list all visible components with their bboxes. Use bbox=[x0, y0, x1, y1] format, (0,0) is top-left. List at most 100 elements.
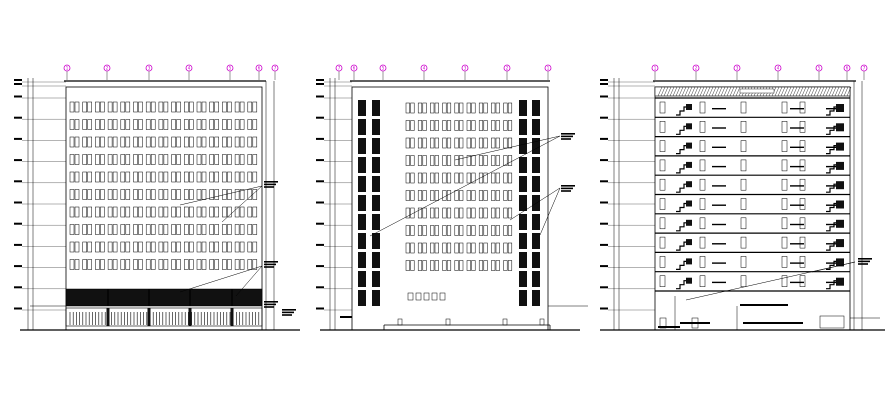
window bbox=[95, 154, 100, 165]
door-opening bbox=[691, 317, 699, 329]
window bbox=[454, 102, 459, 114]
window bbox=[430, 120, 435, 131]
window bbox=[466, 102, 471, 114]
window bbox=[133, 154, 138, 165]
window bbox=[74, 224, 80, 235]
window bbox=[446, 102, 452, 114]
grid-bubble bbox=[503, 64, 511, 72]
window bbox=[410, 120, 415, 131]
window bbox=[145, 241, 151, 253]
room-label bbox=[826, 146, 840, 148]
window bbox=[442, 155, 447, 166]
window bbox=[214, 119, 219, 130]
window bbox=[466, 172, 471, 184]
door-opening bbox=[699, 198, 706, 210]
annotation-window bbox=[561, 185, 575, 187]
room-label bbox=[790, 223, 804, 226]
window bbox=[222, 101, 227, 113]
window bbox=[483, 225, 488, 236]
curtain-wall-panel bbox=[372, 214, 380, 230]
level-tag bbox=[316, 286, 324, 289]
window bbox=[491, 190, 496, 201]
roof-hatch-line bbox=[702, 86, 708, 97]
window bbox=[133, 241, 138, 253]
window bbox=[176, 101, 181, 113]
window bbox=[196, 189, 202, 200]
door-opening bbox=[699, 217, 706, 230]
level-tag bbox=[316, 222, 324, 225]
level-tag bbox=[600, 116, 608, 119]
window bbox=[138, 101, 143, 113]
window bbox=[171, 136, 176, 148]
level-tag bbox=[600, 79, 608, 81]
stair-landing bbox=[686, 123, 692, 130]
roof-hatch-line bbox=[846, 86, 852, 97]
window bbox=[405, 172, 410, 184]
annotation-window bbox=[561, 187, 573, 190]
window bbox=[133, 224, 138, 235]
window bbox=[82, 154, 87, 165]
window bbox=[107, 171, 113, 183]
window bbox=[145, 206, 151, 218]
stair-flight bbox=[826, 164, 838, 174]
window bbox=[82, 119, 87, 130]
window bbox=[120, 171, 126, 183]
window bbox=[507, 172, 513, 184]
window bbox=[112, 259, 118, 270]
window bbox=[446, 137, 452, 149]
door-opening bbox=[799, 178, 806, 191]
door-opening bbox=[740, 217, 747, 230]
room-label bbox=[826, 108, 840, 110]
window bbox=[454, 120, 459, 131]
level-tag bbox=[600, 95, 608, 98]
annotation-leader bbox=[811, 261, 856, 273]
stair-flight bbox=[676, 164, 688, 174]
level-tag bbox=[600, 243, 608, 246]
window bbox=[417, 120, 423, 131]
curtain-wall-panel bbox=[372, 157, 380, 173]
door-opening bbox=[799, 140, 806, 152]
window bbox=[74, 101, 80, 113]
podium-glazing-band bbox=[65, 288, 263, 307]
curtain-wall-panel bbox=[358, 138, 366, 154]
window bbox=[252, 206, 258, 218]
window bbox=[417, 137, 423, 149]
window bbox=[239, 206, 245, 218]
annotation-leader bbox=[509, 187, 561, 221]
building-outline bbox=[351, 86, 549, 331]
window bbox=[410, 190, 415, 201]
window bbox=[459, 260, 464, 271]
window bbox=[125, 224, 131, 235]
window bbox=[107, 119, 113, 130]
room-label bbox=[712, 146, 726, 148]
window bbox=[503, 207, 508, 219]
window bbox=[478, 242, 484, 254]
window bbox=[495, 225, 500, 236]
door-opening bbox=[659, 121, 666, 133]
window bbox=[100, 224, 105, 235]
curtain-wall-panel bbox=[358, 176, 366, 192]
stair-landing bbox=[836, 219, 844, 228]
window bbox=[138, 206, 143, 218]
curtain-wall-panel bbox=[358, 233, 366, 249]
window bbox=[171, 171, 176, 183]
window bbox=[442, 172, 447, 184]
grid-bubble-label: 3 bbox=[148, 65, 151, 70]
window bbox=[422, 120, 427, 131]
roof-hatch-line bbox=[834, 86, 840, 97]
room-label bbox=[790, 185, 804, 187]
window bbox=[454, 172, 459, 184]
roof-hatch-line bbox=[657, 86, 663, 97]
ground-window bbox=[431, 292, 438, 301]
window bbox=[201, 241, 207, 253]
roof-hatch-line bbox=[696, 86, 702, 97]
window bbox=[209, 259, 214, 270]
window bbox=[495, 137, 500, 149]
window bbox=[69, 136, 75, 148]
window bbox=[239, 136, 245, 148]
window bbox=[466, 260, 471, 271]
door-opening bbox=[781, 198, 788, 210]
window bbox=[495, 242, 500, 254]
window bbox=[434, 172, 439, 184]
window bbox=[442, 207, 447, 219]
